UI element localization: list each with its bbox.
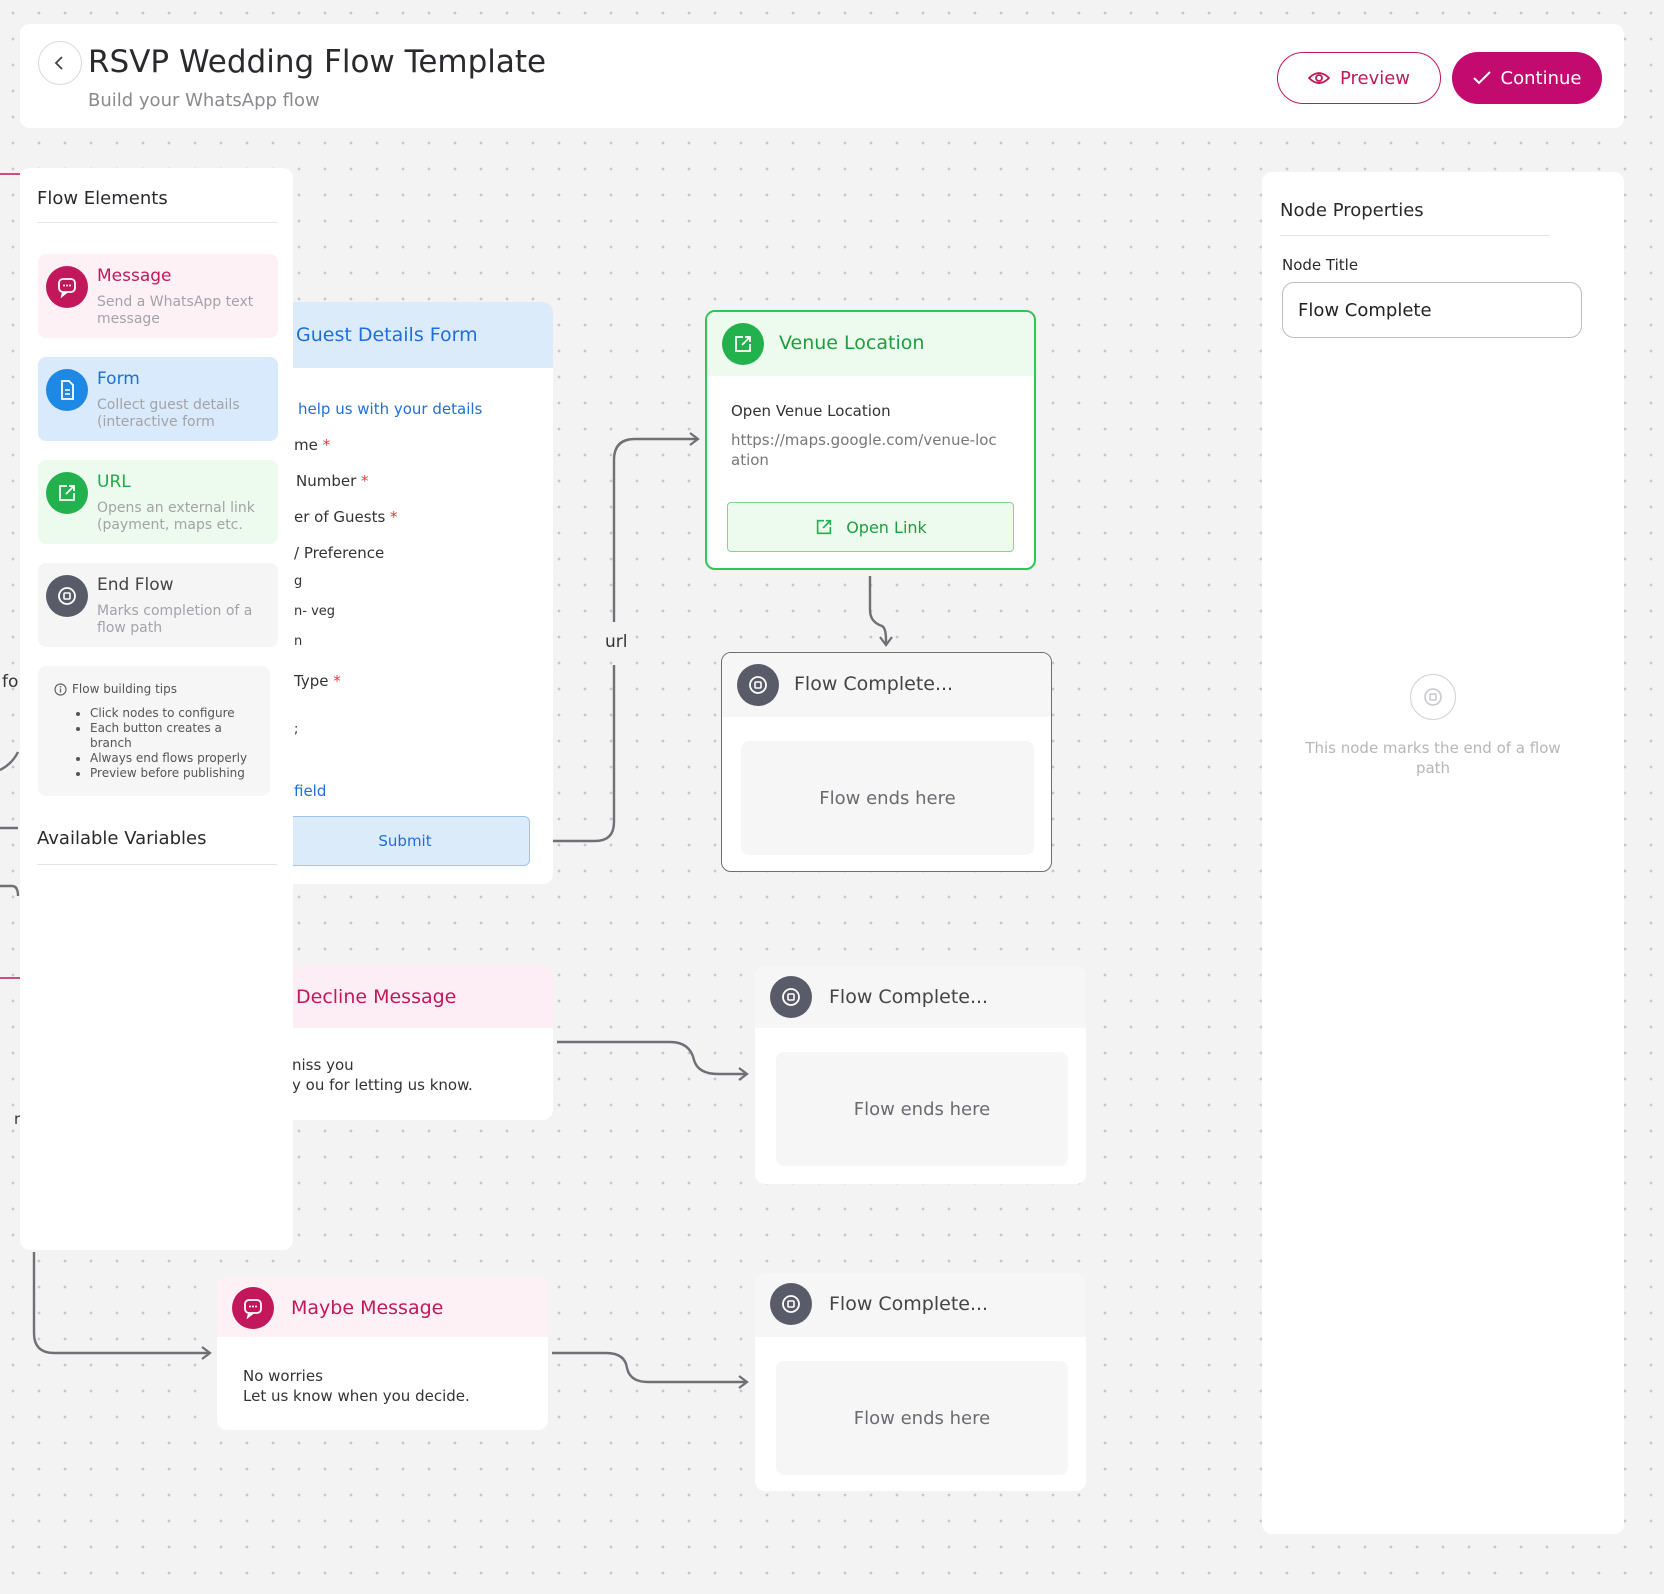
- page-subtitle: Build your WhatsApp flow: [88, 90, 320, 111]
- back-button[interactable]: [38, 41, 82, 85]
- element-desc: Marks completion of a flow path: [97, 603, 253, 636]
- external-link-icon: [46, 472, 88, 514]
- connector-decline-to-end2: [557, 1040, 749, 1081]
- flow-complete-title: Flow Complete...: [794, 673, 954, 695]
- node-title-input[interactable]: [1282, 282, 1582, 338]
- info-icon: [54, 683, 67, 696]
- continue-label: Continue: [1500, 67, 1582, 89]
- flow-elements-panel: Flow Elements Message Send a WhatsApp te…: [20, 168, 293, 1250]
- form-option-row: n- veg: [294, 604, 336, 619]
- element-desc: Send a WhatsApp text message: [97, 294, 254, 327]
- element-name: Form: [97, 369, 140, 389]
- edge-fragment-text: r: [14, 1110, 21, 1128]
- form-field-link[interactable]: field: [294, 782, 327, 800]
- element-message[interactable]: Message Send a WhatsApp text message: [38, 254, 278, 338]
- flow-complete-node-2[interactable]: Flow Complete... Flow ends here: [755, 966, 1086, 1184]
- node-properties-heading: Node Properties: [1280, 200, 1424, 221]
- form-submit-button[interactable]: Submit: [280, 816, 530, 866]
- page-title: RSVP Wedding Flow Template: [88, 44, 547, 80]
- tip-item: Each button creates a branch: [90, 721, 262, 751]
- element-name: End Flow: [97, 575, 174, 595]
- available-variables-heading: Available Variables: [37, 828, 207, 849]
- stop-icon: [1410, 674, 1456, 720]
- form-field-row: Type *: [294, 672, 341, 690]
- form-option-row: n: [294, 634, 303, 649]
- form-field-row: Number *: [296, 472, 369, 490]
- open-link-button[interactable]: Open Link: [727, 502, 1014, 552]
- tip-item: Click nodes to configure: [90, 706, 262, 721]
- guest-form-title: Guest Details Form: [296, 324, 478, 346]
- stop-icon: [46, 575, 88, 617]
- submit-label: Submit: [378, 832, 432, 850]
- maybe-line: No worries: [243, 1367, 323, 1385]
- connector-maybe-to-end3: [552, 1351, 749, 1389]
- end-node-info: This node marks the end of a flow path: [1305, 739, 1561, 777]
- maybe-line: Let us know when you decide.: [243, 1387, 470, 1405]
- node-title-label: Node Title: [1282, 256, 1359, 274]
- form-option-row: g: [294, 574, 303, 589]
- maybe-title: Maybe Message: [291, 1297, 444, 1319]
- document-icon: [46, 369, 88, 411]
- stop-icon: [770, 1283, 812, 1325]
- eye-icon: [1307, 72, 1330, 84]
- connector-left-to-maybe: [32, 1252, 212, 1360]
- external-link-icon: [722, 323, 764, 365]
- flow-tips-box: Flow building tips Click nodes to config…: [38, 666, 270, 796]
- form-field-row: er of Guests *: [294, 508, 398, 526]
- element-name: URL: [97, 472, 131, 492]
- tip-item: Preview before publishing: [90, 766, 262, 781]
- element-url[interactable]: URL Opens an external link (payment, map…: [38, 460, 278, 544]
- node-properties-panel: Node Properties Node Title This node mar…: [1262, 172, 1624, 1534]
- check-icon: [1472, 71, 1491, 85]
- flow-complete-title: Flow Complete...: [829, 1293, 989, 1315]
- connection-label-url: url: [603, 630, 630, 654]
- maybe-message-node[interactable]: Maybe Message No worries Let us know whe…: [217, 1277, 548, 1430]
- external-link-icon: [817, 519, 832, 535]
- top-header: RSVP Wedding Flow Template Build your Wh…: [20, 24, 1624, 128]
- decline-line: y ou for letting us know.: [292, 1076, 473, 1094]
- venue-location-node[interactable]: Venue Location Open Venue Location https…: [705, 310, 1036, 570]
- element-desc: Opens an external link (payment, maps et…: [97, 500, 255, 533]
- venue-title: Venue Location: [779, 332, 925, 354]
- chat-icon: [46, 266, 88, 308]
- chevron-left-icon: [54, 56, 63, 70]
- decline-line: niss you: [292, 1056, 354, 1074]
- element-desc: Collect guest details (interactive form: [97, 397, 240, 430]
- preview-label: Preview: [1339, 67, 1411, 89]
- tips-title: Flow building tips: [72, 682, 177, 696]
- guest-form-subtitle: help us with your details: [298, 400, 483, 418]
- flow-ends-box: Flow ends here: [741, 741, 1034, 855]
- flow-complete-node-3[interactable]: Flow Complete... Flow ends here: [755, 1273, 1086, 1491]
- stop-icon: [770, 976, 812, 1018]
- flow-ends-box: Flow ends here: [776, 1361, 1068, 1475]
- continue-button[interactable]: Continue: [1452, 52, 1602, 104]
- element-name: Message: [97, 266, 172, 286]
- element-form[interactable]: Form Collect guest details (interactive …: [38, 357, 278, 441]
- decline-title: Decline Message: [296, 986, 457, 1008]
- tip-item: Always end flows properly: [90, 751, 262, 766]
- connector-form-to-venue-top: [612, 432, 700, 622]
- form-field-row: / Preference: [294, 544, 385, 562]
- open-link-label: Open Link: [846, 517, 927, 537]
- element-end-flow[interactable]: End Flow Marks completion of a flow path: [38, 563, 278, 647]
- chat-icon: [232, 1287, 274, 1329]
- preview-button[interactable]: Preview: [1277, 52, 1441, 104]
- edge-fragment-text: fo: [2, 672, 19, 692]
- form-option-row: ;: [294, 722, 299, 737]
- flow-elements-heading: Flow Elements: [37, 188, 168, 209]
- venue-label: Open Venue Location: [731, 402, 891, 420]
- flow-complete-title: Flow Complete...: [829, 986, 989, 1008]
- venue-url: https://maps.google.com/venue-location: [731, 431, 997, 469]
- connector-venue-to-end1: [868, 576, 893, 647]
- flow-ends-box: Flow ends here: [776, 1052, 1068, 1166]
- flow-complete-node-1[interactable]: Flow Complete... Flow ends here: [721, 652, 1052, 872]
- form-field-row: me *: [294, 436, 331, 454]
- stop-icon: [737, 664, 779, 706]
